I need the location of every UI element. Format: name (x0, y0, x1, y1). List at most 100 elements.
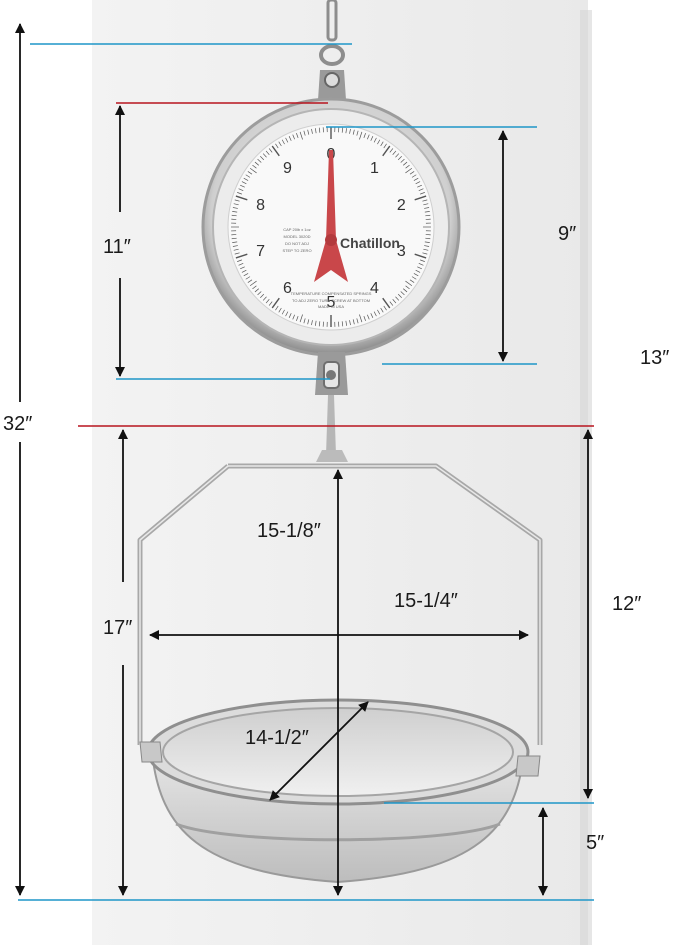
dial-tick (418, 188, 424, 191)
dial-tick (356, 318, 359, 324)
dial-tick (249, 280, 257, 287)
dial-number-9: 9 (283, 160, 292, 177)
dial-tick (311, 128, 313, 134)
dial-tick (296, 133, 299, 138)
dial-tick (345, 128, 347, 134)
dial-fine-capacity: CAP 20lb x 1oz (283, 227, 311, 232)
dial-tick (415, 269, 421, 273)
dial-tick (315, 128, 317, 134)
dial-tick (232, 241, 238, 243)
dial-fine-compensated: TEMPERATURE COMPENSATED SPRINGS (291, 291, 372, 296)
dial-tick (380, 141, 384, 147)
dial-tick (370, 136, 374, 141)
dial-tick (233, 248, 239, 251)
label-pan-drop: 12″ (612, 593, 641, 615)
dial-tick (265, 150, 270, 155)
dial-tick (383, 305, 387, 311)
dial-tick (413, 177, 419, 181)
dimension-arrows (15, 23, 593, 896)
dial-tick (292, 314, 295, 320)
dial-tick (235, 253, 248, 259)
dial-tick (232, 211, 238, 213)
dial-tick (397, 293, 402, 298)
dial-tick (352, 129, 355, 135)
dial-tick (240, 266, 245, 270)
dial-number-1: 1 (370, 160, 379, 177)
dial-tick (243, 273, 249, 277)
dial-tick (241, 269, 247, 273)
label-pan-depth: 5″ (586, 832, 604, 854)
dial-tick (359, 314, 363, 323)
dial-number-7: 7 (256, 243, 265, 260)
dial-tick (349, 128, 351, 134)
label-dial-diameter: 9″ (558, 223, 576, 245)
dial-tick (392, 150, 397, 155)
dial-tick (423, 203, 429, 206)
dial-tick (281, 139, 285, 145)
dial-tick (373, 311, 377, 317)
dial-tick (271, 145, 280, 157)
label-overall-height: 32″ (3, 413, 32, 435)
dial-tick (234, 252, 240, 255)
dial-tick (231, 214, 237, 217)
dial-tick (382, 297, 391, 309)
dial-tick (395, 296, 400, 301)
dial-tick (403, 161, 408, 166)
dial-tick (411, 174, 417, 178)
dial-tick (252, 285, 257, 290)
dial-tick (254, 288, 259, 293)
dial-tick (254, 161, 259, 166)
dial-tick (377, 309, 381, 315)
dial-tick (424, 207, 430, 209)
dial-tick (415, 181, 421, 185)
dial-tick (238, 188, 244, 191)
dial-tick (275, 143, 279, 149)
dial-tick (275, 305, 279, 311)
dial-tick (367, 314, 370, 320)
dial-tick (423, 248, 429, 251)
dial-tick (424, 211, 430, 213)
dial-tick (352, 319, 355, 325)
dial-tick (420, 192, 425, 195)
dial-tick (424, 241, 430, 243)
dial-tick (400, 291, 405, 296)
dial-tick (403, 288, 408, 293)
dial-tick (422, 252, 428, 255)
scale-dial: 0123456789 Chatillon CAP 20lb x 1oz MODE… (201, 97, 461, 357)
dial-tick (370, 313, 374, 318)
dial-tick (278, 307, 282, 313)
dial-tick (281, 309, 285, 315)
dial-tick (232, 245, 238, 247)
dial-tick (422, 199, 428, 202)
dial-tick (303, 130, 306, 136)
label-scale-height: 11″ (103, 236, 131, 258)
dial-tick (260, 293, 265, 298)
dial-fine-line7: MADE IN USA (318, 304, 344, 309)
dial-tick (315, 320, 317, 326)
dial-tick (240, 184, 245, 188)
dial-tick (262, 153, 267, 158)
dial-tick (268, 301, 273, 306)
label-hook-to-dial-bottom: 13″ (640, 347, 669, 369)
dial-number-8: 8 (256, 197, 265, 214)
dial-ticks (231, 127, 431, 327)
dial-tick (425, 237, 431, 240)
reference-lines (18, 43, 594, 901)
dial-tick (262, 296, 267, 301)
dial-tick (292, 134, 295, 140)
dial-tick (303, 318, 306, 324)
dial-tick (257, 291, 262, 296)
dial-tick (382, 145, 391, 157)
dial-tick (257, 158, 262, 163)
label-hanger-to-pan-height: 17″ (103, 617, 132, 639)
dial-tick (288, 136, 292, 141)
dial-tick (247, 171, 253, 175)
dial-tick (425, 214, 431, 217)
dial-tick (405, 167, 413, 174)
dial-tick (383, 143, 387, 149)
arrow-pan-diameter (269, 701, 369, 801)
dial-tick (237, 259, 242, 262)
dial-number-2: 2 (397, 197, 406, 214)
